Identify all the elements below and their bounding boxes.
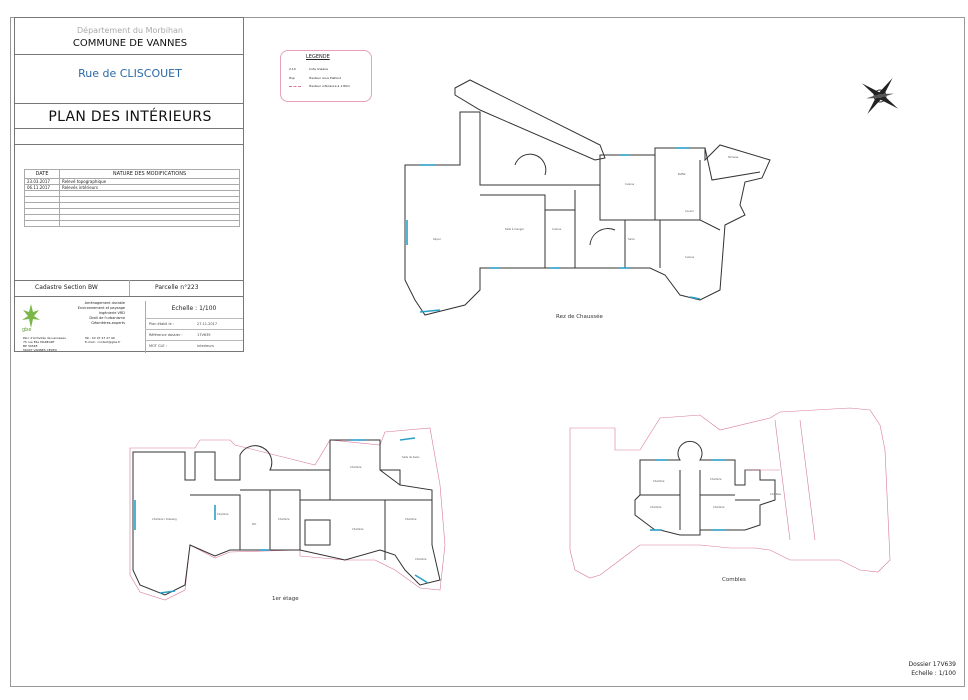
svg-text:Séjour: Séjour — [433, 237, 442, 241]
svg-text:gbe: gbe — [22, 327, 31, 332]
svg-text:Chambre / Dressing: Chambre / Dressing — [152, 517, 177, 521]
svg-text:WC: WC — [252, 522, 256, 526]
company-logo-icon: gbe — [22, 304, 40, 332]
svg-text:Cuisine: Cuisine — [552, 227, 562, 231]
service-item: Aménagement durable — [84, 301, 125, 305]
svg-text:Salle de bains: Salle de bains — [402, 455, 420, 459]
svg-text:Cuisine: Cuisine — [625, 182, 635, 186]
dossier-footer: Dossier 17V639 Echelle : 1/100 — [909, 660, 956, 678]
departement-label: Département du Morbihan — [77, 26, 183, 35]
svg-text:Salle à manger: Salle à manger — [505, 227, 525, 231]
north-arrow-icon — [861, 77, 899, 115]
svg-text:Chambre: Chambre — [350, 465, 362, 469]
title-block: Département du Morbihan COMMUNE DE VANNE… — [14, 17, 244, 353]
legend-dash-icon — [289, 86, 301, 87]
svg-text:Couloir: Couloir — [685, 209, 695, 213]
legend-code: 2.10 — [289, 67, 296, 71]
street-label: Rue de CLISCOUET — [78, 67, 182, 80]
svg-text:Salon: Salon — [628, 237, 635, 241]
address-line: 75 rue Elie MAREART — [23, 340, 55, 344]
svg-text:Cuisine: Cuisine — [685, 255, 695, 259]
svg-text:Chambre: Chambre — [415, 557, 427, 561]
service-item: Géomètres-experts — [91, 321, 125, 325]
svg-text:Chambre: Chambre — [217, 512, 229, 516]
address-line: 56007 VANNES CEDEX — [23, 348, 57, 352]
modifications-table: DATE NATURE DES MODIFICATIONS 23.03.2017… — [24, 169, 240, 227]
commune-label: COMMUNE DE VANNES — [72, 38, 188, 49]
plan-rez-de-chaussee: Séjour Salle à manger Cuisine Salon Cuis… — [404, 79, 771, 316]
reference-value: 17V639 — [197, 333, 211, 337]
plan-label-etage: 1er étage — [272, 596, 299, 602]
plan-date-value: 27.11.2017 — [197, 322, 218, 326]
dossier-number: Dossier 17V639 — [908, 661, 956, 668]
keyword-label: MOT CLE : — [149, 344, 167, 348]
contact-line: Tél : 02 97 47 27 90 — [85, 336, 115, 340]
company-contact: Tél : 02 97 47 27 90 E-mail : contact@gb… — [85, 336, 120, 344]
svg-text:Chambre: Chambre — [405, 517, 417, 521]
plan-title: PLAN DES INTÉRIEURS — [48, 109, 212, 125]
plan-combles: Chambre Chambre Chambre Chambre Combles — [569, 407, 891, 579]
contact-line: E-mail : contact@gbe.fr — [85, 340, 121, 344]
drawing-sheet — [10, 17, 965, 687]
svg-text:Combles: Combles — [770, 492, 782, 496]
svg-text:Chambre: Chambre — [278, 517, 290, 521]
svg-text:Terrasse: Terrasse — [728, 155, 739, 159]
service-item: Environnement et paysage — [77, 306, 125, 310]
svg-text:Chambre: Chambre — [710, 477, 722, 481]
legend-code: Hsp — [289, 76, 295, 80]
legend-text: Hauteur inférieure à 1.80m — [309, 84, 350, 88]
services-list: Aménagement durable Environnement et pay… — [45, 301, 125, 326]
address-line: Parc d'Activités de Laroiseau — [23, 336, 67, 340]
plan-date-label: Plan établi le : — [149, 322, 174, 326]
legend-title: LEGENDE — [306, 54, 330, 60]
svg-text:Chambre: Chambre — [352, 527, 364, 531]
svg-text:Buffet: Buffet — [678, 172, 686, 176]
svg-text:Chambre: Chambre — [713, 505, 725, 509]
service-item: Droit de l'urbanisme — [89, 316, 125, 320]
cadastre-label: Cadastre Section BW — [35, 284, 98, 291]
plan-label-combles: Combles — [722, 577, 746, 583]
scale-label: Echelle : 1/100 — [171, 305, 217, 312]
svg-text:Chambre: Chambre — [650, 505, 662, 509]
service-item: Ingénierie VRD — [98, 311, 125, 315]
legend-text: Hauteur sous Plafond — [309, 76, 342, 80]
plan-label-rdc: Rez de Chaussée — [556, 314, 603, 320]
keyword-value: interieurs — [197, 344, 214, 348]
legend-box: LEGENDE 2.10 Cote linéaire Hsp Hauteur s… — [280, 50, 372, 102]
table-row — [24, 220, 240, 227]
company-address: Parc d'Activités de Laroiseau 75 rue Eli… — [23, 336, 128, 352]
legend-text: Cote linéaire — [309, 67, 329, 71]
reference-label: Référence dossier : — [149, 333, 183, 337]
footer-scale: Echelle : 1/100 — [911, 670, 956, 677]
svg-text:Chambre: Chambre — [653, 479, 665, 483]
plan-1er-etage: Chambre / Dressing Chambre WC Chambre Ch… — [129, 427, 446, 601]
parcelle-label: Parcelle n°223 — [155, 284, 199, 291]
address-line: BP 30348 — [23, 344, 38, 348]
